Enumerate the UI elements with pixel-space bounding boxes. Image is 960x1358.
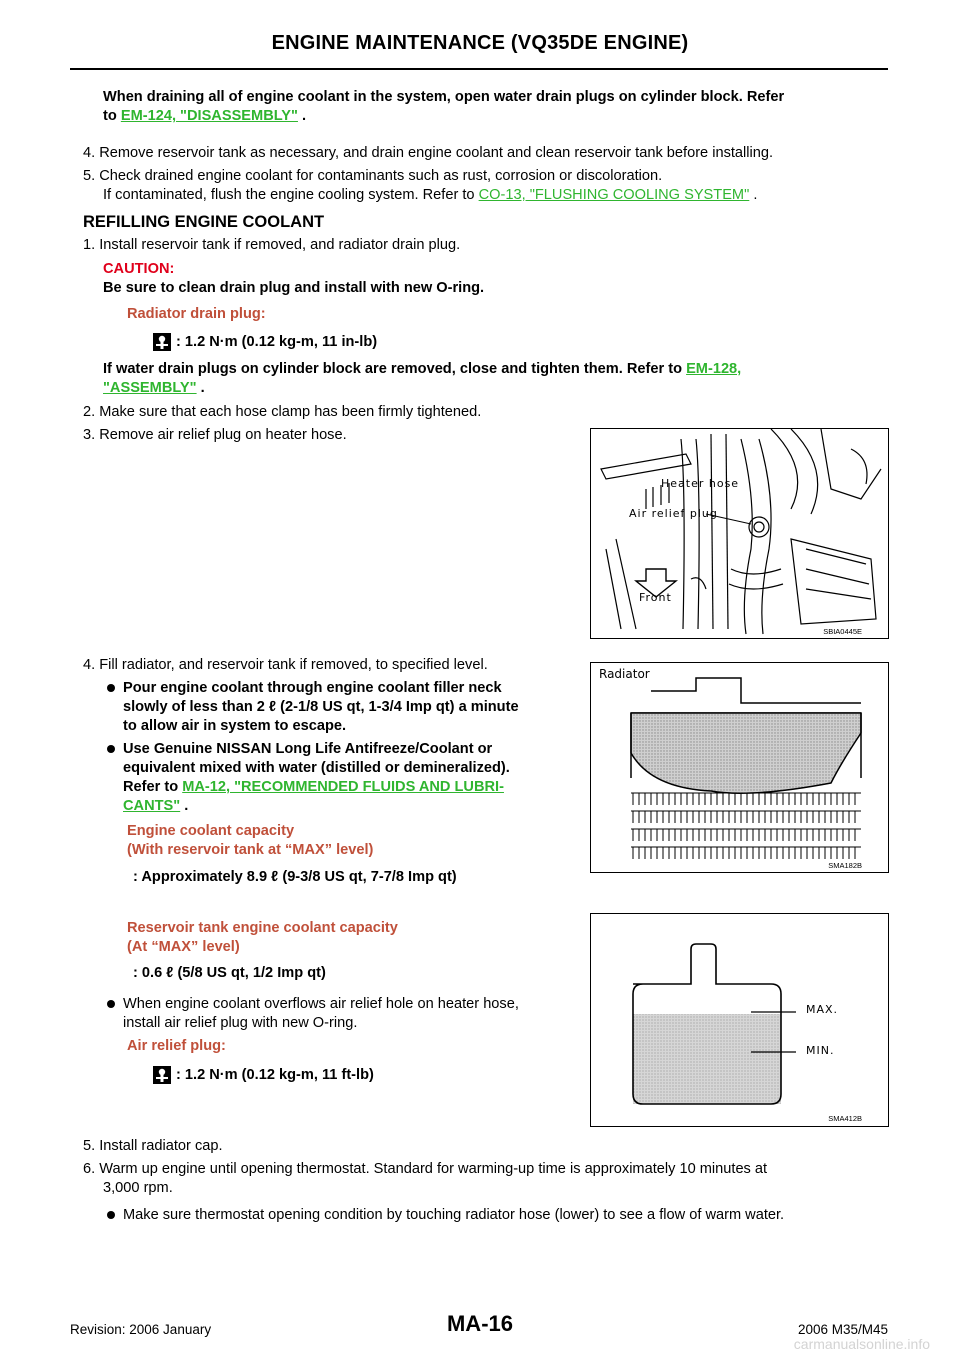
refill-step-2: 2. Make sure that each hose clamp has be…	[83, 404, 482, 420]
bullet-1-text: Pour engine coolant through engine coola…	[123, 680, 519, 734]
link-ma-12-recommended-fluids-cont[interactable]: CANTS"	[123, 798, 181, 814]
heater-hose-illustration	[600, 428, 882, 635]
engine-coolant-capacity-value: : Approximately 8.9 ℓ (9-3/8 US qt, 7-7/…	[133, 869, 457, 885]
engine-coolant-capacity-label: Engine coolant capacity (With reservoir …	[127, 823, 374, 858]
reservoir-capacity-label: Reservoir tank engine coolant capacity (…	[127, 920, 398, 955]
figure-label-front: Front	[639, 591, 672, 604]
drain-step-4: 4. Remove reservoir tank as necessary, a…	[83, 145, 774, 161]
spec-radiator-drain-plug-label: Radiator drain plug:	[127, 306, 266, 322]
radiator-illustration	[630, 677, 862, 859]
link-em-128-assembly[interactable]: EM-128,	[686, 361, 742, 377]
figure-code-sma412b: SMA412B	[828, 1114, 862, 1123]
link-ma-12-recommended-fluids[interactable]: MA-12, "RECOMMENDED FLUIDS AND LUBRI-	[182, 779, 504, 795]
footer-watermark: carmanualsonline.info	[793, 1336, 930, 1352]
bullet-4-text: Make sure thermostat opening condition b…	[123, 1207, 785, 1223]
figure-code-sbia0445e: SBIA0445E	[823, 627, 862, 636]
footer-model: 2006 M35/M45	[797, 1322, 888, 1337]
intro-text: When draining all of engine coolant in t…	[103, 89, 785, 124]
bullet-3	[107, 1000, 115, 1008]
page-header-title: ENGINE MAINTENANCE (VQ35DE ENGINE)	[271, 32, 689, 54]
bullet-1	[107, 684, 115, 692]
reservoir-tank-illustration	[632, 943, 796, 1105]
caution-text: Be sure to clean drain plug and install …	[103, 280, 485, 296]
refill-step-5: 5. Install radiator cap.	[83, 1138, 223, 1154]
figure-label-radiator: Radiator	[599, 667, 650, 681]
link-em-124-disassembly[interactable]: EM-124, "DISASSEMBLY"	[120, 108, 298, 124]
footer-revision: Revision: 2006 January	[70, 1322, 212, 1337]
figure-radiator: Radiator SMA182B	[590, 662, 889, 873]
spec-radiator-drain-plug-value: : 1.2 N·m (0.12 kg-m, 11 in-lb)	[176, 334, 378, 350]
bullet-2	[107, 745, 115, 753]
figure-label-max: MAX.	[806, 1003, 839, 1016]
torque-wrench-icon	[153, 333, 171, 356]
refill-step-1: 1. Install reservoir tank if removed, an…	[83, 237, 461, 253]
figure-reservoir-tank: MAX. MIN. SMA412B	[590, 913, 889, 1127]
spec-air-relief-plug-value: : 1.2 N·m (0.12 kg-m, 11 ft-lb)	[176, 1067, 374, 1083]
figure-label-air-relief-plug: Air relief plug	[629, 507, 718, 520]
torque-wrench-icon-2	[153, 1066, 171, 1089]
figure-heater-hose: Heater hose Air relief plug Front SBIA04…	[590, 428, 889, 639]
figure-code-sma182b: SMA182B	[828, 861, 862, 870]
refill-step-6: 6. Warm up engine until opening thermost…	[83, 1161, 768, 1196]
refill-step-3: 3. Remove air relief plug on heater hose…	[83, 427, 347, 443]
water-drain-plugs-note: If water drain plugs on cylinder block a…	[103, 361, 742, 396]
link-em-128-assembly-cont[interactable]: "ASSEMBLY"	[103, 380, 197, 396]
bullet-4	[107, 1211, 115, 1219]
bullet-2-text: Use Genuine NISSAN Long Life Antifreeze/…	[123, 741, 510, 814]
page-id: MA-16	[446, 1311, 513, 1336]
spec-air-relief-plug-label: Air relief plug:	[127, 1038, 226, 1054]
header-rule	[70, 68, 888, 70]
figure-label-min: MIN.	[806, 1044, 835, 1057]
figure-label-heater-hose: Heater hose	[661, 477, 740, 490]
bullet-3-text: When engine coolant overflows air relief…	[123, 996, 519, 1031]
caution-label: CAUTION:	[103, 261, 175, 277]
reservoir-capacity-value: : 0.6 ℓ (5/8 US qt, 1/2 Imp qt)	[133, 965, 326, 981]
section-heading-refilling: REFILLING ENGINE COOLANT	[83, 213, 325, 231]
refill-step-4: 4. Fill radiator, and reservoir tank if …	[83, 657, 488, 673]
link-co-13-flushing[interactable]: CO-13, "FLUSHING COOLING SYSTEM"	[478, 187, 750, 203]
drain-step-5: 5. Check drained engine coolant for cont…	[83, 168, 758, 203]
